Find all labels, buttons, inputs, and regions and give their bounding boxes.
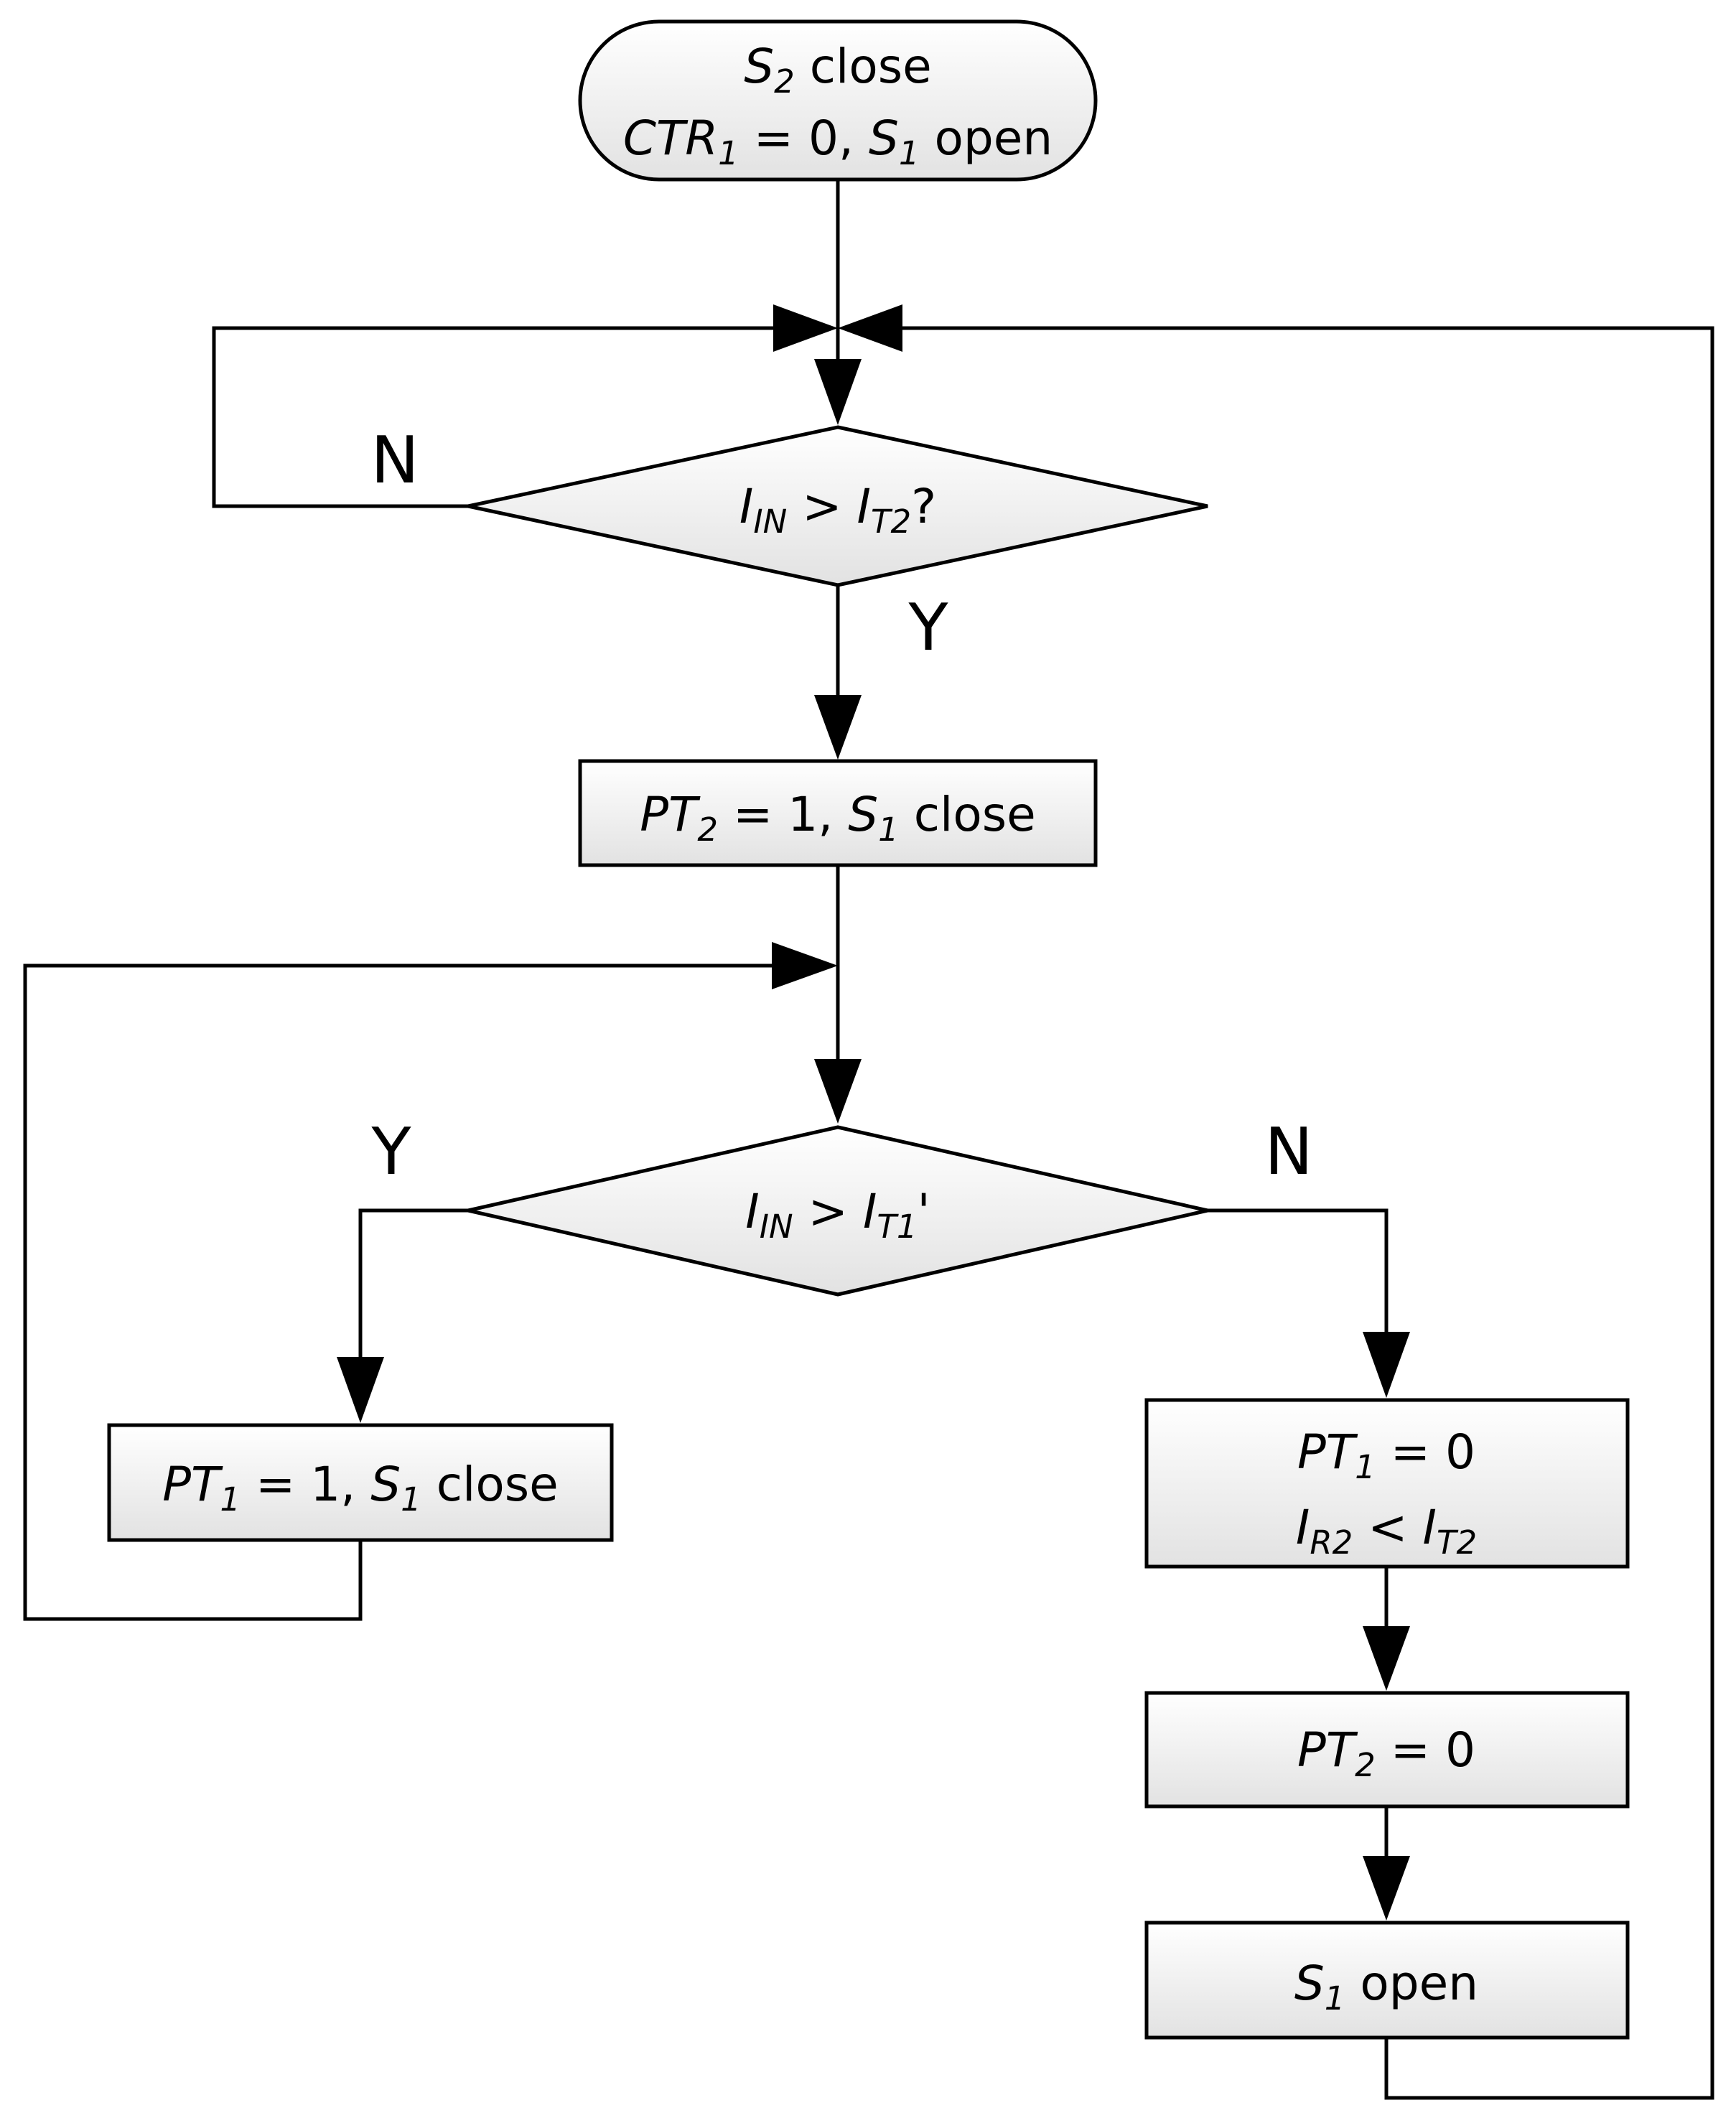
decision2-no-line	[1206, 1208, 1389, 1332]
arrow-into-pt2-box	[814, 695, 862, 760]
decision1-diamond: IIN > IT2?	[467, 425, 1208, 587]
pt2-reset-box: PT2 = 0	[1144, 1691, 1630, 1809]
decision2-diamond: IIN > IT1'	[467, 1125, 1208, 1297]
arrow-right-junction	[838, 304, 902, 352]
return-loop-line	[897, 326, 1714, 2100]
pt1-reset-line1: PT1 = 0	[1297, 1424, 1475, 1486]
arrow-into-pt1-close	[337, 1357, 384, 1423]
arrow-into-s1-open	[1363, 1856, 1410, 1921]
decision2-yes-label: Y	[371, 1114, 412, 1190]
decision1-no-label: N	[370, 423, 419, 498]
decision2-no-label: N	[1264, 1114, 1312, 1190]
pt2-set-box: PT2 = 1, S1 close	[578, 759, 1098, 867]
pt1-reset-box: PT1 = 0 IR2 < IT2	[1144, 1398, 1630, 1569]
decision1-yes-label: Y	[908, 590, 949, 666]
start-line1: S2 close	[744, 39, 932, 101]
arrow-into-decision1	[814, 359, 862, 425]
pt1-loop-line	[23, 963, 778, 1621]
arrow-into-pt2-zero	[1363, 1626, 1410, 1691]
connectors	[23, 179, 1714, 2100]
pt2-reset-label: PT2 = 0	[1297, 1722, 1475, 1784]
pt1-set-box: PT1 = 1, S1 close	[107, 1423, 614, 1542]
start-line2: CTR1 = 0, S1 open	[623, 111, 1053, 172]
arrowheads	[337, 304, 1410, 1921]
arrow-left-loop-join	[772, 942, 838, 989]
pt2-set-label: PT2 = 1, S1 close	[640, 787, 1036, 849]
arrow-into-pt1-zero	[1363, 1332, 1410, 1398]
decision2-label: IIN > IT1'	[745, 1184, 930, 1246]
s1-open-box: S1 open	[1144, 1921, 1630, 2040]
decision2-yes-line	[358, 1208, 468, 1357]
pt1-set-label: PT1 = 1, S1 close	[162, 1457, 559, 1518]
pt1-reset-line2: IR2 < IT2	[1296, 1500, 1477, 1562]
start-terminator: S2 close CTR1 = 0, S1 open	[578, 19, 1098, 182]
decision1-no-loop	[212, 326, 779, 508]
s1-open-label: S1 open	[1294, 1956, 1478, 2017]
decision1-label: IIN > IT2?	[739, 479, 936, 541]
arrow-left-junction	[773, 304, 838, 352]
arrow-into-decision2	[814, 1059, 862, 1124]
